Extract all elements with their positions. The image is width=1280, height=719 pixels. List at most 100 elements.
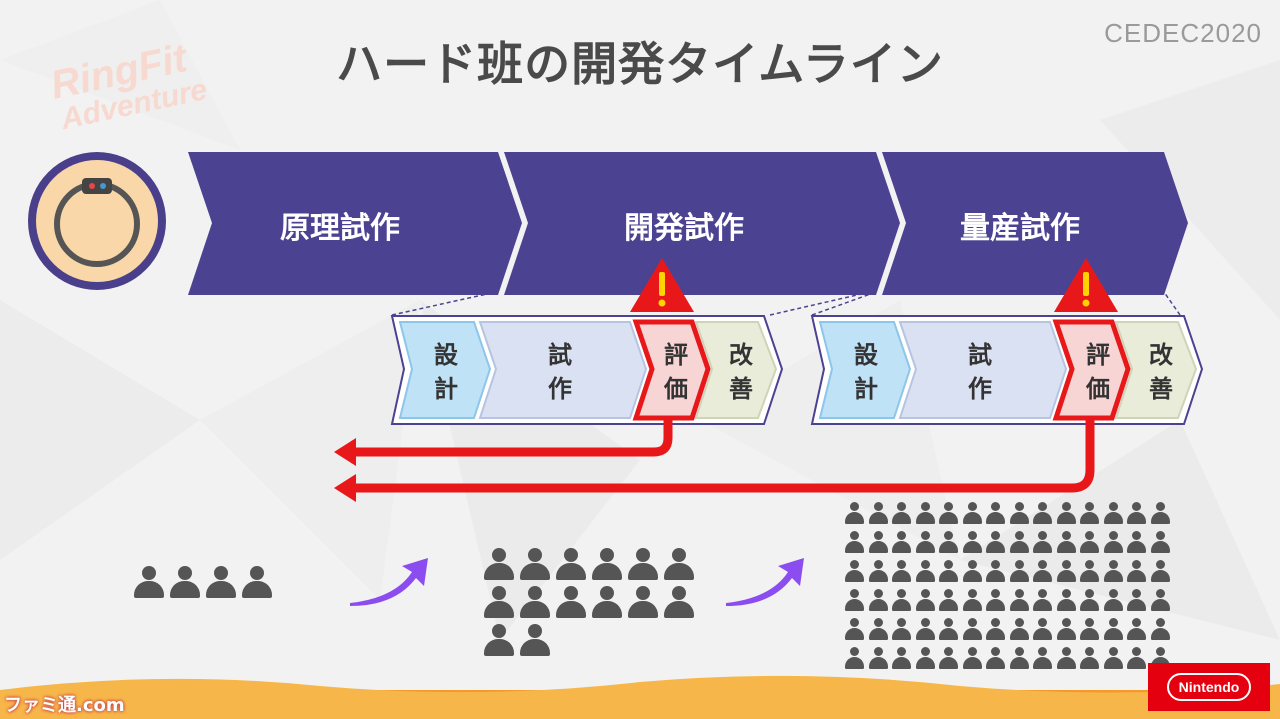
phase-label-2: 開発試作 [624,211,744,246]
person-icon [891,618,912,643]
person-icon [518,586,552,620]
person-icon [938,531,959,556]
person-icon [985,618,1006,643]
growth-arrow-icon [726,558,804,606]
person-icon [962,560,983,585]
step-label-evaluate: 評 価 [1086,341,1110,403]
person-icon [1056,560,1077,585]
person-icon [1079,589,1100,614]
person-icon [868,618,889,643]
person-icon [962,531,983,556]
person-icon [868,647,889,672]
person-icon [985,589,1006,614]
person-icon [1126,531,1147,556]
watermark: ファミ通.com [4,695,125,716]
person-icon [518,624,552,658]
person-icon [1009,618,1030,643]
person-icon [938,560,959,585]
feedback-arrow-2 [350,420,1095,493]
person-icon [1126,502,1147,527]
step-prototype-1 [478,321,648,419]
ring-con-icon [28,152,166,290]
warning-icon [1054,258,1118,312]
person-icon [915,502,936,527]
person-icon [518,548,552,582]
person-icon [938,589,959,614]
person-icon [1009,647,1030,672]
person-icon [844,502,865,527]
person-icon [985,560,1006,585]
person-icon [590,548,624,582]
person-icon [204,566,238,600]
person-icon [1056,502,1077,527]
person-icon [662,548,696,582]
step-prototype-2 [898,321,1068,419]
person-icon [1103,618,1124,643]
step-improve-2 [1114,321,1198,419]
person-icon [1009,502,1030,527]
person-icon [915,618,936,643]
person-icon [985,647,1006,672]
person-icon [985,531,1006,556]
person-icon [1079,618,1100,643]
person-icon [1032,618,1053,643]
warning-icon [630,258,694,312]
person-icon [482,624,516,658]
person-icon [844,647,865,672]
person-icon [868,589,889,614]
step-evaluate-1 [632,319,711,421]
team-stage-2 [482,548,702,662]
person-icon [938,618,959,643]
person-icon [1150,531,1171,556]
person-icon [844,531,865,556]
person-icon [1079,531,1100,556]
person-icon [1126,647,1147,672]
phase-chevron-1 [188,152,522,295]
step-label-improve: 改 善 [1149,341,1173,403]
person-icon [1056,531,1077,556]
person-icon [915,589,936,614]
person-icon [1009,589,1030,614]
person-icon [891,502,912,527]
step-label-prototype: 試 作 [548,341,572,403]
person-icon [168,566,202,600]
person-icon [985,502,1006,527]
person-icon [868,531,889,556]
person-icon [1103,531,1124,556]
person-icon [938,647,959,672]
person-icon [962,647,983,672]
person-icon [844,618,865,643]
person-icon [1150,502,1171,527]
slide-title: ハード班の開発タイムライン [336,37,944,91]
person-icon [1126,560,1147,585]
person-icon [1079,502,1100,527]
person-icon [1032,589,1053,614]
growth-arrow-icon [350,558,428,606]
person-icon [891,589,912,614]
person-icon [1032,531,1053,556]
person-icon [1150,618,1171,643]
person-icon [868,560,889,585]
person-icon [891,531,912,556]
person-icon [891,647,912,672]
person-icon [962,589,983,614]
team-stage-1 [132,566,282,604]
person-icon [554,548,588,582]
person-icon [1150,560,1171,585]
phase-label-1: 原理試作 [280,211,400,246]
person-icon [1150,589,1171,614]
person-icon [1056,618,1077,643]
person-icon [938,502,959,527]
nintendo-logo: Nintendo [1148,663,1270,711]
person-icon [1056,647,1077,672]
person-icon [1032,647,1053,672]
step-design-2 [818,321,912,419]
person-icon [844,589,865,614]
person-icon [590,586,624,620]
person-icon [1126,618,1147,643]
brand-text: Nintendo [1166,673,1252,701]
person-icon [915,531,936,556]
person-icon [626,586,660,620]
person-icon [1079,560,1100,585]
